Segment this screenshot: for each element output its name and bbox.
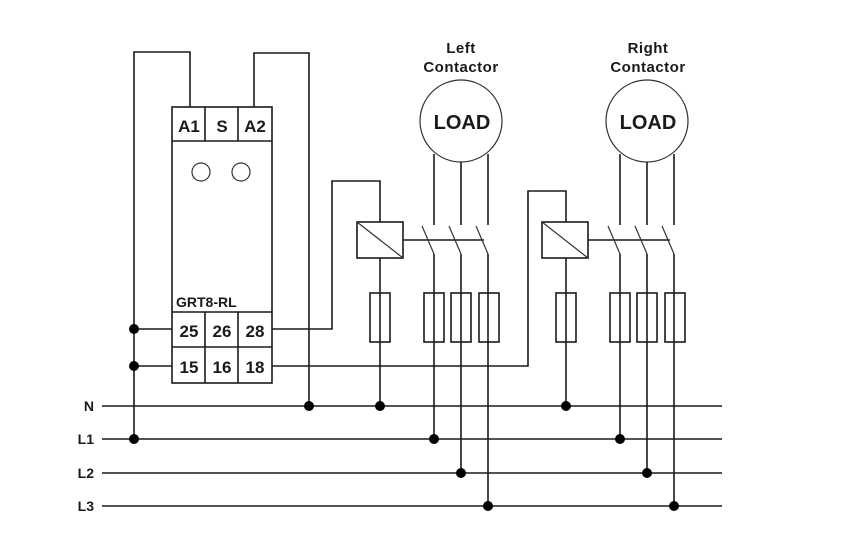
terminal-28: 28	[246, 322, 265, 341]
indicator-led-2	[231, 162, 251, 182]
junction-dot	[429, 434, 439, 444]
wire-a1-to-l1	[133, 51, 191, 439]
junction-dot	[642, 468, 652, 478]
right-contactor-title-2: Contactor	[610, 59, 685, 76]
contact-blade	[607, 225, 621, 255]
junction-dot	[456, 468, 466, 478]
junction-dot	[375, 401, 385, 411]
right-pole-2	[634, 162, 658, 473]
junction-dot	[304, 401, 314, 411]
junction-dot	[129, 361, 139, 371]
bus-label-l2: L2	[78, 465, 95, 481]
left-pole-2	[448, 162, 472, 473]
left-pole-1	[421, 154, 445, 439]
left-load-label: LOAD	[434, 112, 491, 134]
junction-dot	[561, 401, 571, 411]
bus-labels: N L1 L2 L3	[78, 398, 95, 514]
coil-diagonal	[541, 221, 589, 259]
contact-blade	[421, 225, 435, 255]
terminal-16: 16	[213, 358, 232, 377]
terminal-25: 25	[180, 322, 199, 341]
contact-blade	[475, 225, 489, 255]
left-fuse-3	[478, 292, 500, 343]
relay-wiring	[133, 51, 567, 439]
wire-18-to-right-coil	[272, 190, 567, 367]
junction-dot	[669, 501, 679, 511]
terminal-18: 18	[246, 358, 265, 377]
bus-label-n: N	[84, 398, 94, 414]
junction-dot	[129, 434, 139, 444]
junction-dot	[615, 434, 625, 444]
bus-label-l3: L3	[78, 498, 95, 514]
bus-label-l1: L1	[78, 431, 95, 447]
coil-diagonal	[356, 221, 404, 259]
junction-dot	[483, 501, 493, 511]
terminal-a1: A1	[178, 117, 200, 136]
relay-model-label: GRT8-RL	[176, 294, 237, 310]
indicator-led-1	[191, 162, 211, 182]
left-contactor-title-2: Contactor	[423, 59, 498, 76]
contact-blade	[661, 225, 675, 255]
wire-a2-to-n	[253, 52, 310, 406]
contact-blade	[634, 225, 648, 255]
right-contactor: Right Contactor LOAD	[541, 40, 689, 506]
terminal-15: 15	[180, 358, 199, 377]
terminal-26: 26	[213, 322, 232, 341]
wire-28-to-left-coil	[272, 180, 381, 330]
junction-dots	[129, 324, 679, 511]
right-pole-1	[607, 154, 631, 439]
bus-lines	[102, 405, 722, 507]
right-fuse-3	[664, 292, 686, 343]
terminal-s: S	[216, 117, 227, 136]
relay-body	[171, 106, 273, 384]
right-pole-3	[661, 154, 686, 506]
contact-blade	[448, 225, 462, 255]
left-contactor-title-1: Left	[446, 40, 476, 57]
terminal-a2: A2	[244, 117, 266, 136]
relay-module: A1 S A2 GRT8-RL 25 26 28 15 16 18	[171, 106, 273, 384]
junction-dot	[129, 324, 139, 334]
left-pole-3	[475, 154, 500, 506]
right-load-label: LOAD	[620, 112, 677, 134]
left-contactor: Left Contactor LOAD	[356, 40, 503, 506]
right-contactor-title-1: Right	[628, 40, 669, 57]
